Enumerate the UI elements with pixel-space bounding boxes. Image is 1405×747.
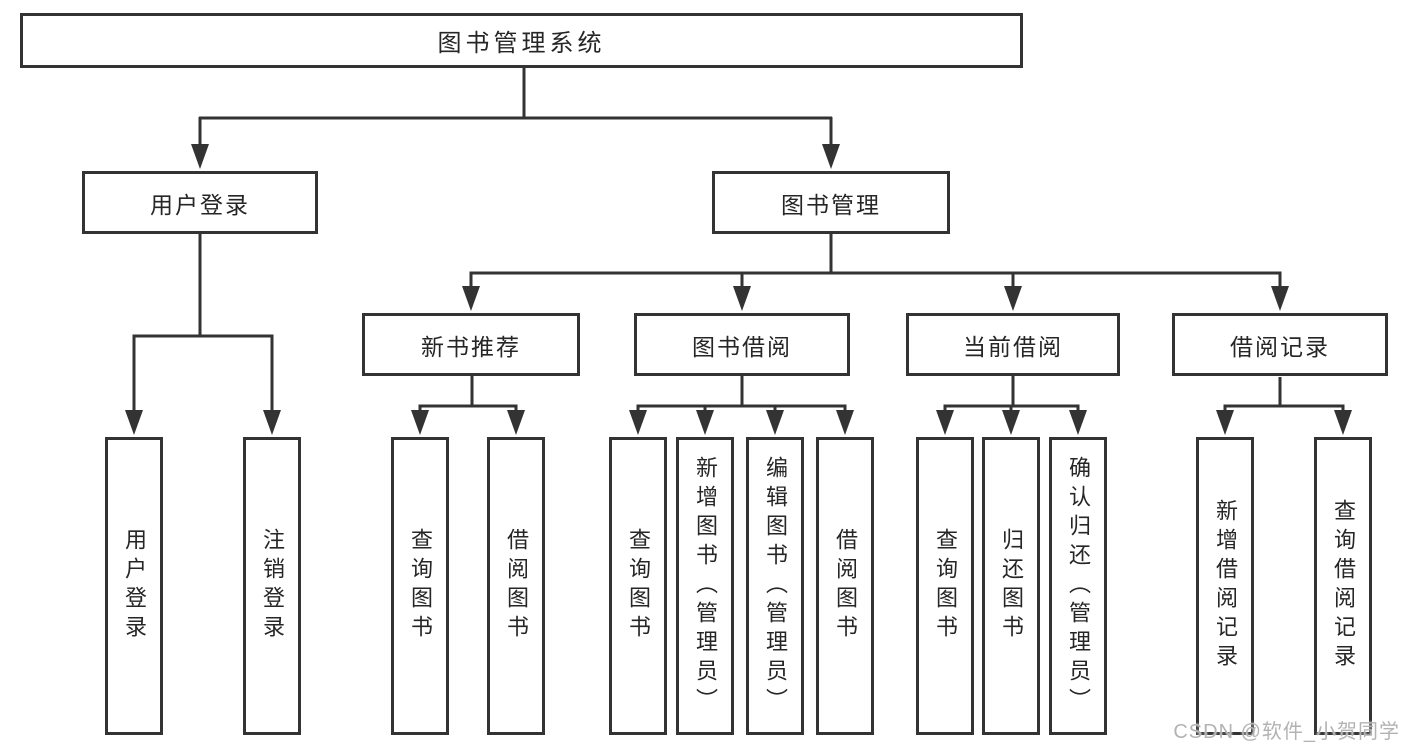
arrowhead-icon (629, 410, 647, 435)
arrowhead-icon (733, 286, 751, 311)
node-user-login: 用户登录 (82, 171, 318, 234)
leaf-history-query-record: 查询借阅记录 (1314, 437, 1372, 735)
node-root: 图书管理系统 (20, 13, 1023, 68)
node-book-mgmt: 图书管理 (712, 171, 950, 234)
arrowhead-icon (191, 144, 209, 169)
leaf-book-borrow-edit-admin: 编辑图书（管理员） (746, 437, 804, 735)
arrowhead-icon (507, 410, 525, 435)
arrowhead-icon (936, 410, 954, 435)
leaf-logout: 注销登录 (243, 437, 301, 735)
node-current-borrow: 当前借阅 (906, 313, 1120, 376)
node-borrow-history: 借阅记录 (1172, 313, 1388, 376)
leaf-current-borrow-query: 查询图书 (916, 437, 974, 735)
arrowhead-icon (125, 410, 143, 435)
leaf-book-borrow-query: 查询图书 (609, 437, 667, 735)
arrowhead-icon (411, 410, 429, 435)
arrowhead-icon (1004, 286, 1022, 311)
leaf-book-borrow-borrow: 借阅图书 (816, 437, 874, 735)
arrowhead-icon (1069, 410, 1087, 435)
leaf-user-login: 用户登录 (105, 437, 163, 735)
watermark: CSDN @软件_小贺同学 (1173, 721, 1400, 743)
arrowhead-icon (1216, 410, 1234, 435)
leaf-current-borrow-confirm-admin: 确认归还（管理员） (1049, 437, 1107, 735)
arrowhead-icon (822, 144, 840, 169)
node-new-books: 新书推荐 (362, 313, 580, 376)
arrowhead-icon (1271, 286, 1289, 311)
arrowhead-icon (462, 286, 480, 311)
arrowhead-icon (263, 410, 281, 435)
arrowhead-icon (836, 410, 854, 435)
arrowhead-icon (1334, 410, 1352, 435)
arrowhead-icon (766, 410, 784, 435)
arrowhead-icon (1002, 410, 1020, 435)
leaf-current-borrow-return: 归还图书 (982, 437, 1040, 735)
leaf-new-books-query: 查询图书 (391, 437, 449, 735)
node-book-borrow: 图书借阅 (634, 313, 850, 376)
arrowhead-icon (696, 410, 714, 435)
leaf-history-add-record: 新增借阅记录 (1196, 437, 1254, 735)
leaf-new-books-borrow: 借阅图书 (487, 437, 545, 735)
leaf-book-borrow-add-admin: 新增图书（管理员） (676, 437, 734, 735)
